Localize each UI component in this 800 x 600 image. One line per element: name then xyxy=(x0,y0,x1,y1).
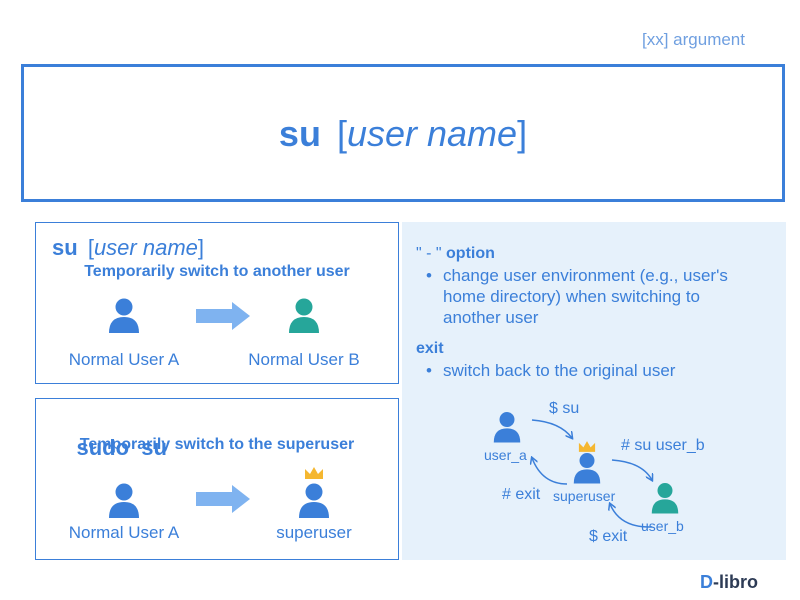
header-bracket-close: ] xyxy=(517,113,528,154)
flow-user-b-icon xyxy=(651,483,679,514)
su-card-argument: user name xyxy=(93,235,198,260)
user-a-icon xyxy=(109,483,139,518)
logo-rest: -libro xyxy=(713,572,758,592)
header-command: su xyxy=(278,113,321,154)
logo-d: D xyxy=(700,572,713,592)
su-card-command: su xyxy=(52,235,78,260)
sudo-su-card-title: sudo su xyxy=(52,409,167,487)
arrow-user-b-to-superuser xyxy=(610,504,653,528)
option-quote: " - " xyxy=(416,245,442,262)
flow-user-a-icon xyxy=(493,412,521,443)
flow-cmd-su: $ su xyxy=(549,400,580,417)
header-title: su [user name] xyxy=(24,113,782,155)
arrow-user-a-to-superuser xyxy=(531,419,572,438)
arrow-superuser-to-user-b xyxy=(611,459,652,480)
command-header: su [user name] xyxy=(21,64,785,202)
su-card-bracket-open: [ xyxy=(87,235,94,260)
option-bullet-line-2: home directory) when switching to xyxy=(443,287,701,306)
flow-arrows xyxy=(402,419,786,528)
argument-legend: [xx] argument xyxy=(642,30,745,49)
header-argument: user name xyxy=(346,113,518,154)
sudo-su-card-to-label: superuser xyxy=(276,523,352,542)
sudo-su-card-description: Temporarily switch to the superuser xyxy=(79,436,355,453)
option-bullet-line-3: another user xyxy=(443,308,539,327)
su-card: su [user name] Temporarily switch to ano… xyxy=(35,222,399,384)
superuser-icon xyxy=(299,483,329,518)
right-arrow-icon xyxy=(196,302,250,330)
flow-cmd-hash-exit: # exit xyxy=(502,486,541,503)
sudo-su-card: sudo su Temporarily switch to the superu… xyxy=(35,398,399,560)
right-arrow-icon xyxy=(196,485,250,513)
flow-user-a-label: user_a xyxy=(484,447,527,463)
header-bracket-open: [ xyxy=(336,113,347,154)
crown-icon xyxy=(578,441,596,452)
crown-icon xyxy=(305,467,323,479)
flow-cmd-su-user-b: # su user_b xyxy=(621,437,705,454)
arrow-superuser-to-user-a xyxy=(532,458,568,485)
sudo-su-card-command: sudo su xyxy=(76,435,167,460)
bullet-icon: • xyxy=(426,266,432,285)
exit-bullet-line: switch back to the original user xyxy=(443,361,676,380)
flow-superuser-label: superuser xyxy=(553,488,616,504)
flow-superuser-icon xyxy=(573,453,601,484)
su-card-bracket-close: ] xyxy=(197,235,205,260)
info-panel: " - " option • change user environment (… xyxy=(402,222,786,560)
option-title: " - " option xyxy=(416,245,495,263)
option-bullet-line-1: change user environment (e.g., user's xyxy=(443,266,728,285)
d-libro-logo: D-libro xyxy=(700,572,758,593)
user-a-icon xyxy=(109,298,139,333)
bullet-icon: • xyxy=(426,361,432,380)
sudo-su-card-from-label: Normal User A xyxy=(68,523,180,542)
flow-cmd-dollar-exit: $ exit xyxy=(589,528,628,545)
flow-user-b-label: user_b xyxy=(641,518,684,534)
user-b-icon xyxy=(289,298,319,333)
su-card-to-label: Normal User B xyxy=(248,350,360,369)
su-card-from-label: Normal User A xyxy=(68,350,180,369)
option-word: option xyxy=(446,245,495,262)
exit-title: exit xyxy=(416,340,444,357)
su-card-description: Temporarily switch to another user xyxy=(84,263,350,280)
su-card-title: su [user name] xyxy=(52,235,204,261)
